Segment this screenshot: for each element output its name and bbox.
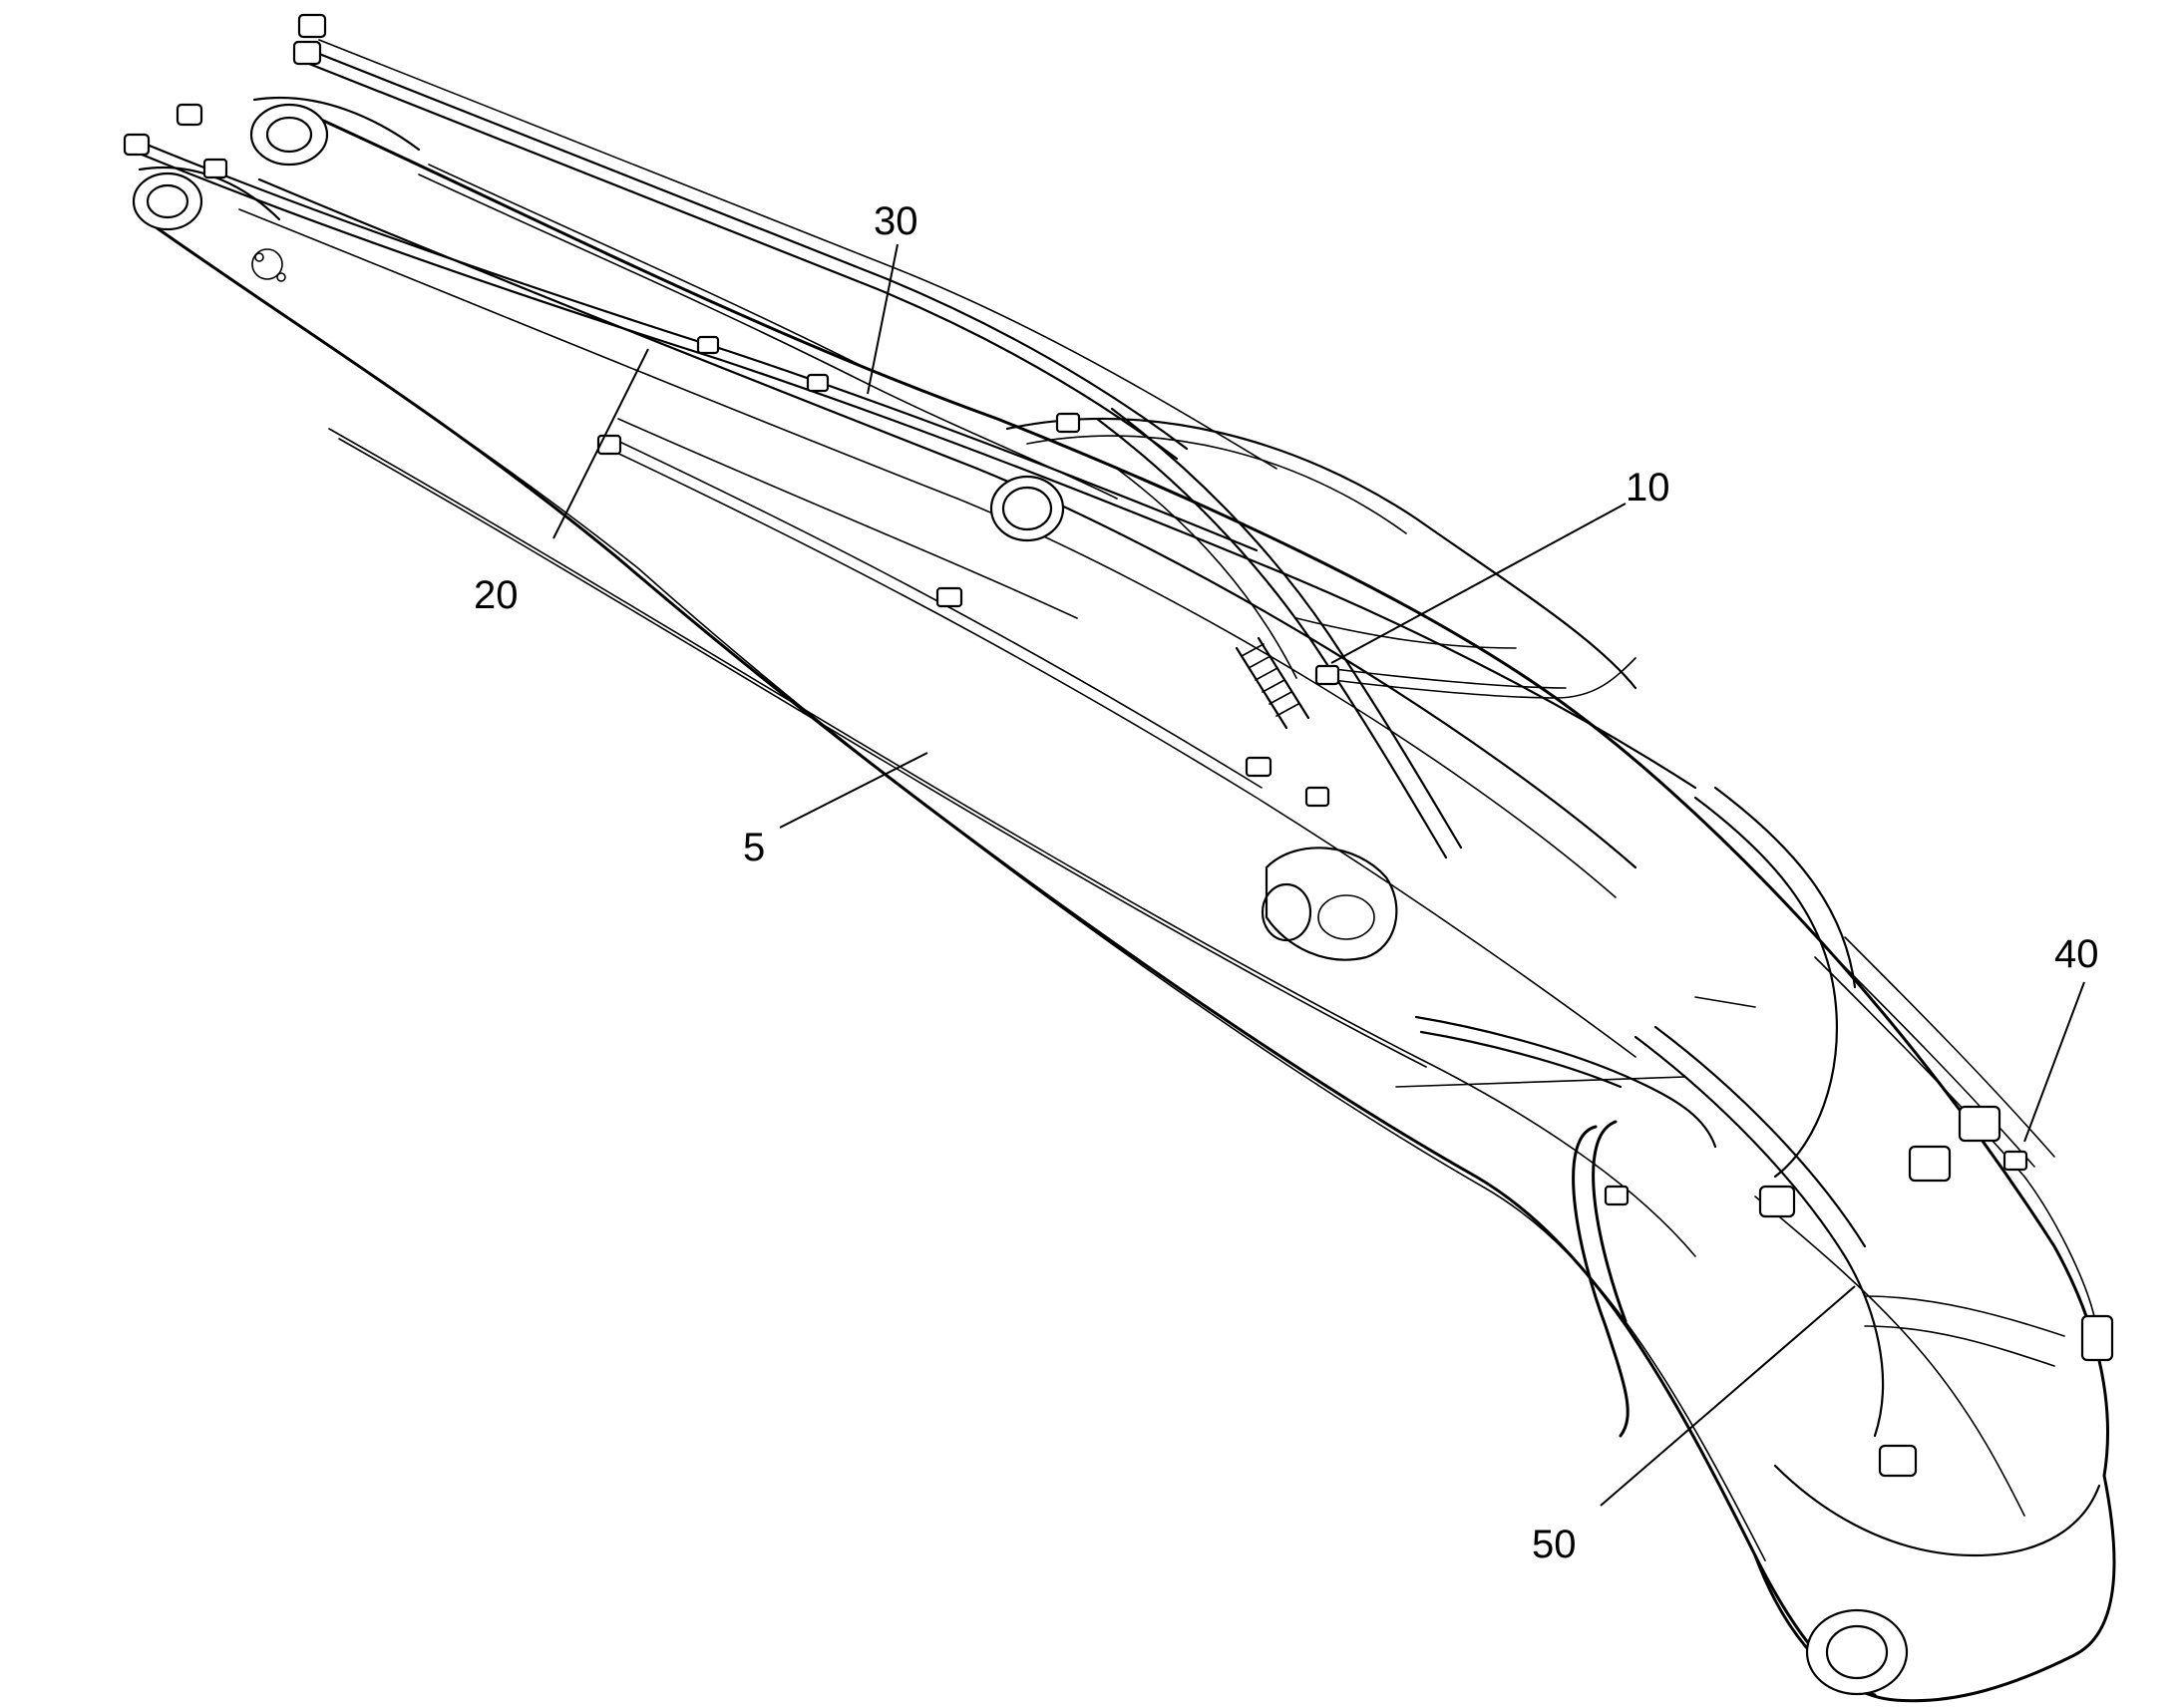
label-10: 10 [1626, 466, 1670, 510]
leader-30 [867, 243, 899, 395]
hose-end-fittings [123, 13, 327, 179]
leader-5 [779, 752, 928, 829]
loose-hose-loop [1414, 1015, 1717, 1438]
pipe-group-50 [1634, 1025, 2065, 1517]
pipe-group-40 [1693, 786, 2114, 1362]
pipe-line-20 [128, 140, 1697, 1058]
leader-40 [2023, 981, 2085, 1143]
clamps [596, 335, 2028, 1206]
label-30: 30 [874, 199, 918, 243]
hose-protector-sleeve [1235, 636, 1310, 730]
leader-10 [1330, 503, 1627, 664]
leader-lines [552, 243, 2085, 1507]
boom-body [143, 108, 2116, 1703]
boom-foot-pin [1805, 1608, 1909, 1696]
hose-bundle-10 [1095, 407, 1636, 859]
part-labels: 5 10 20 30 40 50 [474, 199, 2099, 1566]
leader-20 [552, 348, 649, 539]
label-50: 50 [1532, 1523, 1577, 1566]
label-20: 20 [474, 573, 519, 617]
pipe-line-30 [297, 39, 1277, 500]
label-40: 40 [2054, 932, 2099, 976]
boom-cylinder-bracket [989, 475, 1398, 961]
label-5: 5 [743, 826, 765, 869]
boom-head-pins [132, 96, 421, 282]
leader-50 [1600, 1285, 1856, 1507]
